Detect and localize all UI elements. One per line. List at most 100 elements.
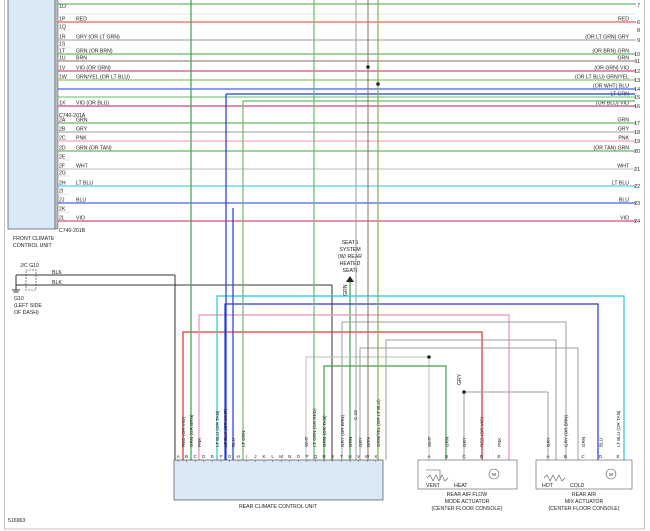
- rear-pin-A: A: [176, 454, 180, 459]
- ground-connection: J/C G10 G10 (LEFT SIDE OF DASH) BLK BLK: [12, 263, 333, 460]
- rear-pin-I: I: [246, 454, 247, 459]
- front-pin-2A: 2A: [59, 118, 66, 124]
- front-pin-1T: 1T: [59, 49, 66, 55]
- front-wire-label: RED: [76, 17, 87, 23]
- mode_actuator-wire-label: WHT: [427, 436, 432, 447]
- top-pin-label: 1O: [59, 4, 66, 10]
- mode_actuator-wire-label: GRY: [462, 437, 467, 447]
- front-wire-right-label: GRN: [617, 56, 629, 62]
- front-wire-label: GRY (OR LT GRN): [76, 35, 120, 41]
- rear-unit-body: [173, 459, 384, 501]
- mix_actuator-wire-label: BLU: [599, 438, 604, 447]
- rear-wire-label: BRN: [366, 437, 371, 447]
- connector-b-label: C740-201B: [59, 228, 86, 234]
- mix_actuator-pin-E: E: [616, 454, 619, 459]
- mix_actuator-pin-C: C: [581, 454, 585, 459]
- mix_actuator-pin-A: A: [546, 454, 550, 459]
- rear-pin-E: E: [211, 454, 214, 459]
- front-wire-label: GRN (OR TAN): [76, 146, 112, 152]
- rear-pin-T: T: [340, 454, 343, 459]
- front-pin-2G: 2G: [59, 171, 66, 177]
- ground-location-1: (LEFT SIDE: [14, 303, 42, 309]
- mode-motor-label: M: [492, 472, 496, 477]
- rear-wire-label: GRN: [348, 437, 353, 447]
- mode-title-3: (CENTER FLOOR CONSOLE): [432, 506, 503, 512]
- rear-pin-X: X: [374, 454, 377, 459]
- rear-connector-label: C 23: [353, 410, 358, 420]
- ground-location-2: OF DASH): [14, 310, 39, 316]
- front-wire-number: 23: [634, 201, 640, 207]
- front-pin-2I: 2I: [59, 189, 63, 195]
- front-pin-2J: 2J: [59, 198, 65, 204]
- mix-title-2: MIX ACTUATOR: [565, 499, 604, 505]
- seats-wire-label: GRN: [343, 284, 349, 296]
- front-wire-number: 16: [634, 104, 640, 110]
- front-pin-1R: 1R: [59, 35, 66, 41]
- front-wire-number: 21: [634, 167, 640, 173]
- rear-wire-label: GRN (OR TAN): [322, 415, 327, 447]
- rear-wire-label: PNK: [197, 437, 202, 447]
- front-wire-right-label: (OR BRN) GRN: [592, 49, 629, 55]
- front-wire-label: GRN (OR BRN): [76, 49, 113, 55]
- front-wire-number: 18: [634, 130, 640, 136]
- rear-pin-W: W: [365, 454, 370, 459]
- front-climate-control-unit: FRONT CLIMATE CONTROL UNIT C740-201A C74…: [7, 0, 640, 249]
- front-wire-right-label: (OR WHT) BLU: [593, 84, 629, 90]
- rear-pin-N: N: [288, 454, 291, 459]
- ground-splice-label: J/C G10: [20, 263, 39, 269]
- mix_actuator-pin-B: B: [564, 454, 567, 459]
- edge-number-7: 7: [637, 3, 640, 9]
- front-wire-label: VIO (OR GRN): [76, 66, 111, 72]
- mix-motor-label: M: [609, 472, 613, 477]
- rear-wire-label: LT BLU (OR WHT): [223, 408, 228, 447]
- rear-wire-label: GRN/YEL (OR LT BLU): [376, 399, 381, 447]
- rear-wire-label: GRY: [358, 437, 363, 447]
- mode_actuator-wire-label: RED (OR VIO): [480, 416, 485, 447]
- front-wire-right-label: PNK: [618, 136, 629, 142]
- rear-pin-J: J: [254, 454, 256, 459]
- rear-pin-K: K: [262, 454, 266, 459]
- front-wire-number: 17: [634, 121, 640, 127]
- front-wire-right-label: GRY: [618, 127, 630, 133]
- front-wire-number: 19: [634, 139, 640, 145]
- rear-pin-R: R: [323, 454, 327, 459]
- mix_actuator-pin-D: D: [599, 454, 603, 459]
- seats-line-1: SEATS: [342, 240, 359, 246]
- rear-pin-C: C: [194, 454, 198, 459]
- diagram-id: 516963: [8, 518, 25, 524]
- rear-wire-label: GRN (OR BRN): [189, 414, 194, 447]
- front-wire-right-label: (OR LT BLU) GRN/YEL: [575, 75, 629, 81]
- rear-wire-label: LT GRN (OR RED): [312, 408, 317, 447]
- rear-pin-S: S: [331, 454, 334, 459]
- mix-title-3: (CENTER FLOOR CONSOLE): [549, 506, 620, 512]
- rear-pin-P: P: [305, 454, 308, 459]
- mix_actuator-wire-label: GRY: [546, 437, 551, 447]
- rear-pin-G: G: [228, 454, 232, 459]
- front-wire-label: BLU: [76, 198, 86, 204]
- mode-title-1: REAR AIR FLOW: [447, 492, 488, 498]
- front-unit-title-2: CONTROL UNIT: [13, 243, 53, 249]
- rear-wire-label: LT GRN: [241, 431, 246, 447]
- mix-motor-icon: [605, 468, 617, 480]
- front-wire-label: BRN: [76, 56, 87, 62]
- ground-wire1-label: BLK: [52, 270, 62, 276]
- mode_actuator-pin-B: B: [445, 454, 448, 459]
- seats-system: SEATS SYSTEM (W/ REAR HEATED SEAT) GRN: [338, 240, 362, 460]
- ground-name: G10: [14, 296, 24, 302]
- page-border: [4, 0, 645, 530]
- front-pin-2D: 2D: [59, 146, 66, 152]
- front-pin-2B: 2B: [59, 127, 66, 133]
- front-wire-number: 24: [634, 219, 640, 225]
- mode-pos-right: HEAT: [454, 483, 468, 489]
- front-wire-label: GRN: [76, 118, 88, 124]
- rear-vertical-wires: GRY C 23: [182, 0, 635, 460]
- rear-wire-label: WHT: [304, 436, 309, 447]
- mix-pos-right: COLD: [570, 483, 585, 489]
- front-wire-right-label: BLU: [619, 198, 629, 204]
- front-wire-number: 15: [634, 95, 640, 101]
- front-wire-number: 10: [634, 52, 640, 58]
- front-wire-number: 11: [635, 59, 640, 65]
